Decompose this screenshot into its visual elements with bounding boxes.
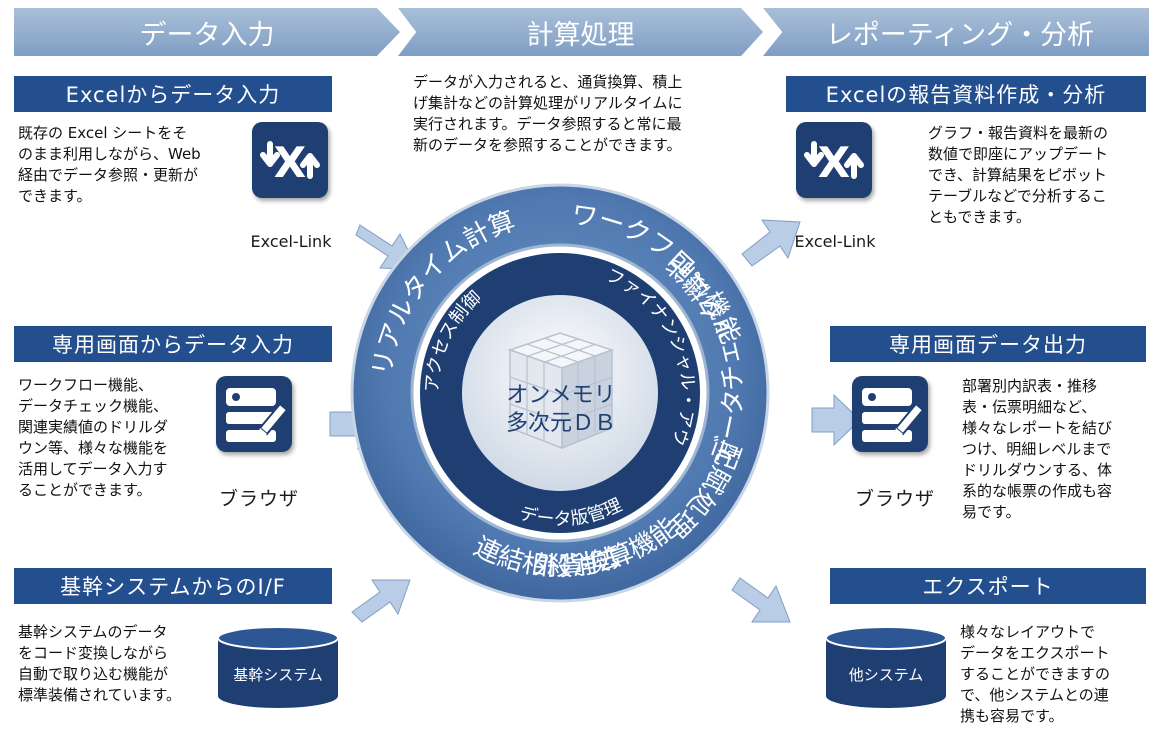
text-line: することができますの — [960, 665, 1111, 683]
text-line: グラフ・報告資料を最新の — [928, 124, 1109, 142]
text-line: ウン等、様々な機能を — [18, 439, 169, 457]
excel-link-icon: X — [252, 122, 328, 198]
text-line: データが入力されると、通貨換算、積上 — [413, 73, 683, 91]
text-line: 経由でデータ参照・更新が — [18, 166, 199, 184]
text-line: 新のデータを参照することができます。 — [413, 136, 682, 154]
core-system-db-label: 基幹システム — [233, 666, 323, 684]
step-calculation: 計算処理 — [398, 8, 763, 56]
svg-text:X: X — [274, 138, 306, 187]
text-line: 系的な帳票の作成も容 — [962, 482, 1113, 500]
text-line: 活用してデータ入力す — [18, 460, 168, 478]
arrow-browser-out — [811, 393, 861, 447]
text-line: ることができます。 — [18, 481, 152, 499]
text-line: データをエクスポート — [960, 644, 1110, 662]
text-line: 携も容易です。 — [960, 707, 1064, 725]
browser-input-text: ワークフロー機能、データチェック機能、関連実績値のドリルダウン等、様々な機能を活… — [18, 375, 218, 501]
arrow-export-out — [731, 577, 791, 623]
database-icon — [217, 626, 339, 708]
excel-link-caption-right: Excel-Link — [794, 232, 876, 251]
arrow-excel-out — [741, 219, 801, 267]
browser-caption-right: ブラウザ — [854, 488, 935, 510]
excel-link-icon-right: X — [796, 122, 872, 198]
step-data-input: データ入力 — [14, 8, 400, 56]
excel-input-title: Excelからデータ入力 — [14, 76, 332, 112]
output-screen-text: 部署別内訳表・推移表・伝票明細など、様々なレポートを結びつけ、明細レベルまでドリ… — [962, 376, 1148, 523]
calculation-text: データが入力されると、通貨換算、積上げ集計などの計算処理がリアルタイムに実行され… — [413, 72, 753, 156]
text-line: ドリルダウンする、体 — [962, 461, 1113, 479]
text-line: つけ、明細レベルまで — [962, 440, 1112, 458]
output-screen-title: 専用画面データ出力 — [830, 326, 1146, 362]
text-line: 表・伝票明細など、 — [962, 398, 1097, 416]
text-line: をコード変換しながら — [18, 644, 169, 662]
processing-wheel: リアルタイム計算 ワークフロー機能 配賦処理 外貨換算機能 連結相殺消去 データ… — [344, 178, 790, 608]
text-line: でき、計算結果をピボット — [928, 166, 1107, 184]
cube-icon — [507, 332, 615, 450]
text-line: 実行されます。データ参照すると常に最 — [413, 115, 682, 133]
text-line: 様々なレポートを結び — [962, 419, 1113, 437]
browser-caption: ブラウザ — [218, 488, 299, 510]
excel-link-caption: Excel-Link — [250, 232, 332, 251]
core-db-label-1: オンメモリ — [506, 383, 615, 408]
other-system-db-label: 他システム — [848, 666, 924, 684]
text-line: ワークフロー機能、 — [18, 376, 154, 394]
arrow-core-in — [351, 579, 411, 623]
text-line: のまま利用しながら、Web — [18, 145, 201, 163]
text-line: データチェック機能、 — [18, 397, 169, 415]
step-reporting: レポーティング・分析 — [763, 8, 1149, 56]
export-title: エクスポート — [830, 568, 1146, 604]
text-line: 関連実績値のドリルダ — [18, 418, 169, 436]
core-system-title: 基幹システムからのI/F — [14, 568, 332, 604]
text-line: 部署別内訳表・推移 — [962, 377, 1098, 395]
excel-input-text: 既存の Excel シートをそのまま利用しながら、Web 経由でデータ参照・更新が… — [18, 123, 243, 207]
browser-input-title: 専用画面からデータ入力 — [14, 326, 332, 362]
browser-icon-right — [852, 376, 928, 452]
core-db-label-2: 多次元ＤＢ — [506, 411, 616, 436]
svg-text:X: X — [818, 138, 850, 187]
text-line: 易です。 — [962, 503, 1021, 521]
core-system-text: 基幹システムのデータをコード変換しながら自動で取り込む機能が標準装備されています… — [18, 622, 218, 706]
text-line: で、他システムとの連 — [960, 686, 1109, 704]
text-line: 基幹システムのデータ — [18, 623, 168, 641]
text-line: できます。 — [18, 187, 92, 205]
text-line: 様々なレイアウトで — [960, 623, 1096, 641]
export-text: 様々なレイアウトでデータをエクスポートすることができますので、他システムとの連携… — [960, 622, 1148, 727]
text-line: 標準装備されています。 — [18, 686, 182, 704]
text-line: 自動で取り込む機能が — [18, 665, 169, 683]
text-line: ともできます。 — [928, 208, 1031, 226]
text-line: テーブルなどで分析するこ — [928, 187, 1107, 205]
text-line: 数値で即座にアップデート — [928, 145, 1109, 163]
excel-report-text: グラフ・報告資料を最新の数値で即座にアップデートでき、計算結果をピボットテーブル… — [928, 123, 1148, 228]
excel-report-title: Excelの報告資料作成・分析 — [786, 76, 1146, 112]
browser-icon — [216, 376, 292, 452]
text-line: 既存の Excel シートをそ — [18, 124, 188, 142]
text-line: げ集計などの計算処理がリアルタイムに — [413, 94, 683, 112]
database-icon-right — [825, 626, 947, 708]
